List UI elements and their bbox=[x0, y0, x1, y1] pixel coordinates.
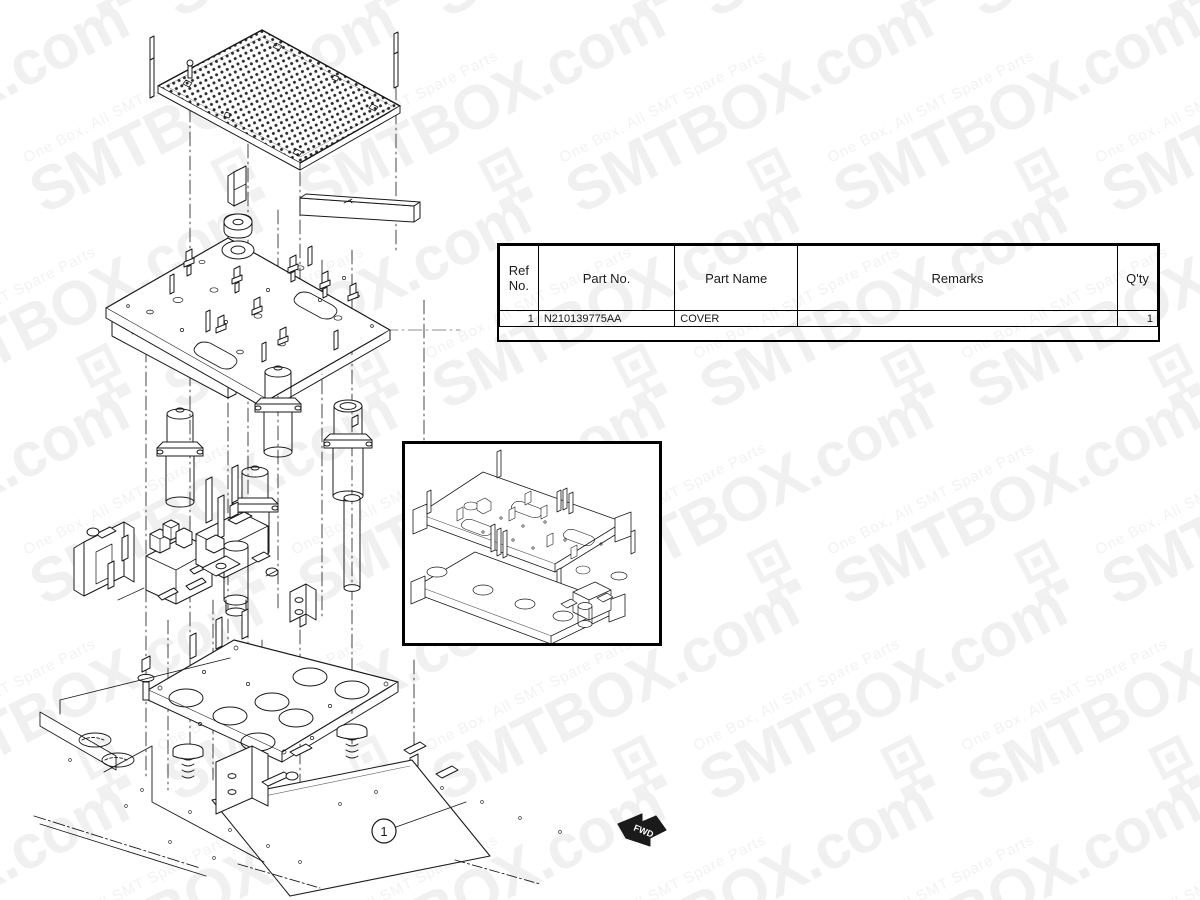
col-header-ref-line2: No. bbox=[508, 278, 530, 293]
parts-table-outer-border bbox=[497, 243, 1160, 342]
valve-manifold-assembly bbox=[73, 519, 213, 605]
parts-table-header: Ref No. Part No. Part Name Remarks Q'ty bbox=[499, 245, 1158, 311]
inset-assembly-svg bbox=[410, 449, 636, 643]
cylinder-actuator-a bbox=[156, 407, 204, 508]
col-header-part-name: Part Name bbox=[674, 245, 799, 311]
pads-and-springs bbox=[137, 655, 419, 799]
cell-qty: 1 bbox=[1117, 310, 1158, 327]
base-plate-with-cutouts bbox=[147, 639, 399, 763]
side-rail-right bbox=[299, 193, 421, 223]
fwd-direction-arrow: FWD bbox=[616, 812, 668, 850]
parts-table-body: 1 N210139775AA COVER 1 bbox=[499, 310, 1158, 327]
bearing-boss bbox=[221, 213, 255, 260]
col-header-ref-line1: Ref bbox=[508, 263, 530, 278]
table-header-row: Ref No. Part No. Part Name Remarks Q'ty bbox=[499, 245, 1158, 311]
cell-remarks bbox=[797, 310, 1119, 327]
bracket-right bbox=[289, 583, 317, 623]
col-header-remarks: Remarks bbox=[797, 245, 1119, 311]
callout-balloon-1-label: 1 bbox=[380, 824, 387, 839]
motor-assembly bbox=[195, 464, 279, 617]
bracket-l bbox=[227, 165, 247, 207]
perforated-cover-plate bbox=[157, 29, 401, 171]
cylinder-actuator-d bbox=[323, 399, 373, 502]
bottom-fittings bbox=[289, 741, 459, 779]
cell-part-no: N210139775AA bbox=[537, 310, 676, 327]
shaft-rod bbox=[343, 494, 361, 592]
callout-balloon-1 bbox=[371, 801, 467, 844]
parts-table: Ref No. Part No. Part Name Remarks Q'ty … bbox=[499, 245, 1158, 327]
assembly-photo-inset bbox=[402, 441, 662, 646]
side-panel-lower bbox=[215, 745, 299, 815]
table-row[interactable]: 1 N210139775AA COVER 1 bbox=[499, 310, 1158, 327]
cover-fasteners bbox=[149, 31, 399, 99]
col-header-part-no: Part No. bbox=[537, 245, 676, 311]
col-header-ref-no: Ref No. bbox=[499, 245, 539, 311]
cell-part-name: COVER bbox=[674, 310, 799, 327]
col-header-qty: Q'ty bbox=[1117, 245, 1158, 311]
cylinder-actuator-b bbox=[254, 365, 302, 458]
plate-fittings bbox=[169, 245, 359, 363]
lower-cover-plate bbox=[211, 759, 491, 897]
cell-ref-no: 1 bbox=[499, 310, 539, 327]
